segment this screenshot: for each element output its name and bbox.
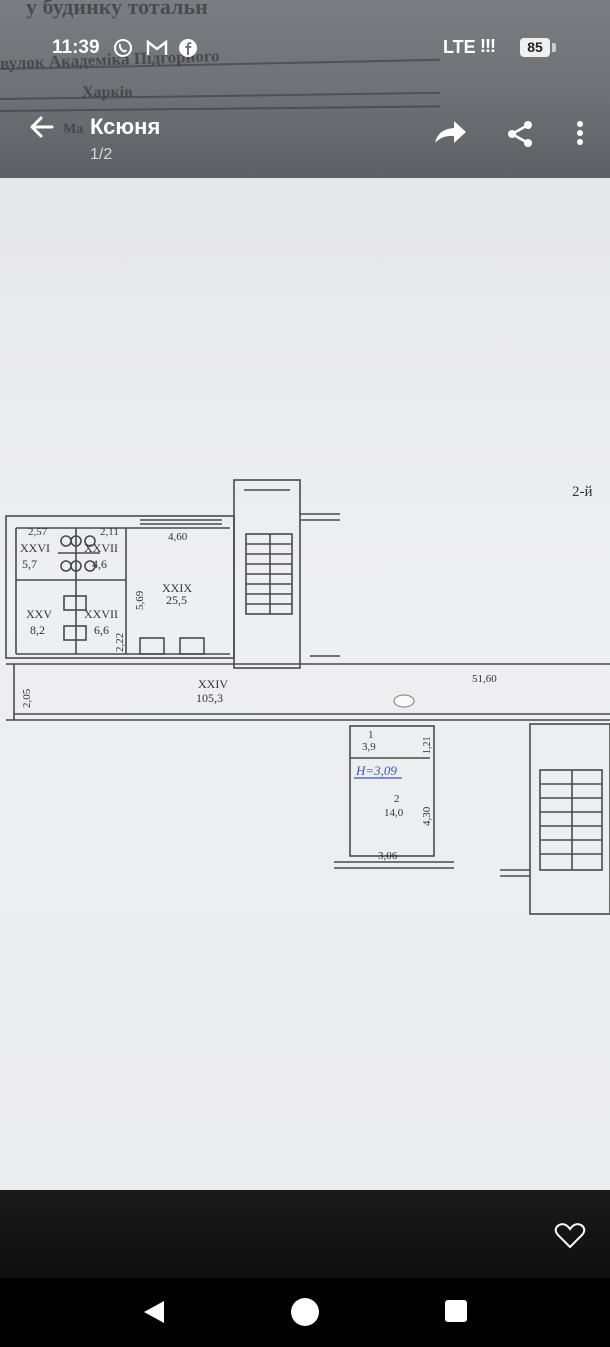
dimension-label: 5,69 [134,590,146,610]
room-area: 3,9 [362,741,376,753]
room-area: 25,5 [166,593,187,607]
status-bar: 11:39 LTE !!! 85 [0,30,610,66]
floor-label: 2-й [572,484,593,500]
app-bar: Ксюня 1/2 [0,105,610,165]
reflection-mark [393,694,415,708]
nav-recents-icon[interactable] [445,1300,467,1322]
room-number: XXVII [84,541,118,555]
dimension-label: 2,11 [100,526,119,538]
handwritten-height-note: H=3,09 [355,763,397,778]
room-number: 2 [394,793,400,805]
floor-plan: 2-й XXVI 5,7 XXVII 4,6 XXV 8,2 XXVII 6,6… [5,479,610,915]
dimension-label: 2,57 [28,526,48,538]
forward-share-icon[interactable] [432,117,468,147]
dimension-label: 4,60 [168,531,188,543]
heart-icon[interactable] [554,1222,586,1250]
facebook-icon [178,38,198,62]
room-number: XXIV [198,677,228,691]
chat-title: Ксюня [90,114,161,139]
document-sheet: 2-й XXVI 5,7 XXVII 4,6 XXV 8,2 XXVII 6,6… [0,178,610,1193]
room-area: 8,2 [30,623,45,637]
dimension-label: 2,22 [114,633,126,652]
gmail-icon [146,38,168,62]
room-number: XXIX [162,581,192,595]
room-area: 5,7 [22,557,37,571]
dimension-label: 51,60 [472,673,497,685]
signal-icon: !!! [480,36,496,56]
battery-tip [552,43,556,52]
photo-header: у будинку тотальн вулок Академіка Підгор… [0,0,610,180]
room-area: 14,0 [384,807,404,819]
photo-text-line1: у будинку тотальн [26,0,208,19]
viber-icon [113,38,133,62]
dimension-label: 1,21 [422,737,433,755]
room-area: 4,6 [92,557,107,571]
photo-text-line4: Ма [63,122,84,137]
room-area: 105,3 [196,691,223,705]
nav-home-icon[interactable] [291,1298,319,1326]
nav-back-icon[interactable] [142,1299,166,1325]
back-arrow-icon[interactable] [26,111,58,143]
bottom-area [0,1190,610,1278]
image-counter: 1/2 [90,146,113,163]
room-number: XXVI [20,541,50,555]
dimension-label: 3,06 [378,850,398,862]
photo-text-line3: Харків [82,84,133,101]
battery-icon: 85 [520,38,550,57]
room-area: 6,6 [94,623,109,637]
share-icon[interactable] [505,119,535,149]
network-type: LTE [443,37,476,57]
nav-bar [0,1278,610,1347]
status-time: 11:39 [52,37,100,58]
dimension-label: 4,30 [421,806,433,826]
room-number: 1 [368,729,374,741]
room-number: XXVII [84,607,118,621]
room-number: XXV [26,607,52,621]
photo-rule [0,91,440,100]
more-vert-icon[interactable] [568,117,592,149]
dimension-label: 2,05 [21,688,33,708]
